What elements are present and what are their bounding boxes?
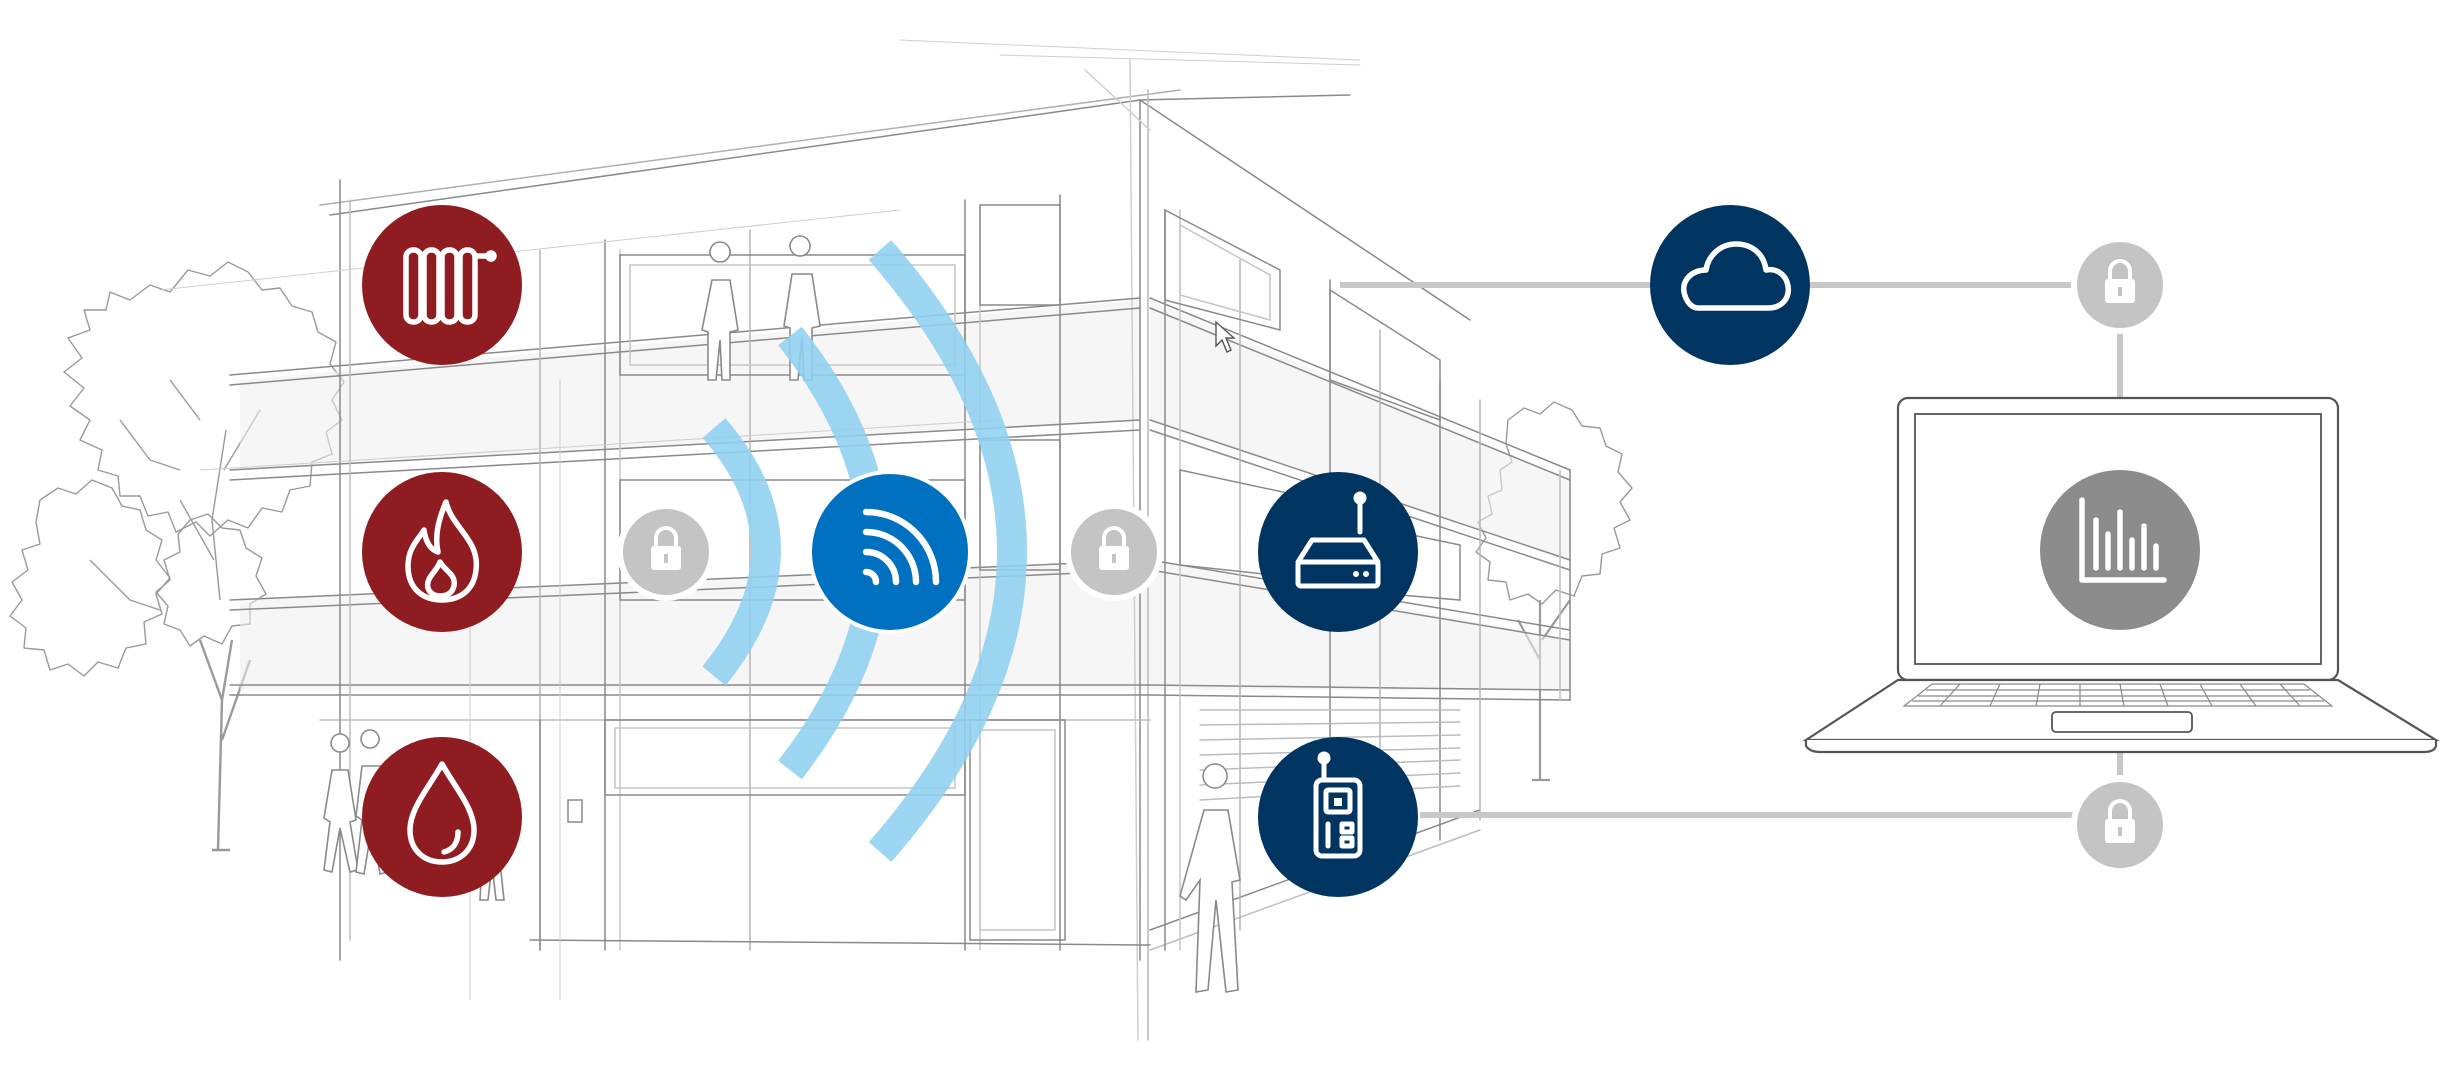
water-drop-icon	[407, 761, 477, 865]
padlock-icon	[2071, 776, 2169, 874]
bar-chart-icon	[2079, 497, 2167, 583]
encryption-locks	[617, 236, 2169, 874]
laptop-icon	[1802, 396, 2440, 754]
cloud-icon	[1681, 241, 1792, 311]
laptop-keyboard	[1902, 683, 2334, 707]
analytics-node	[2040, 470, 2200, 630]
left-tree-illustration	[9, 261, 345, 852]
router-gateway-icon	[1295, 491, 1381, 589]
mouse-pointer-icon	[1216, 322, 1234, 352]
padlock-icon	[2071, 236, 2169, 334]
laptop-trackpad	[2051, 711, 2193, 733]
wireless-signal-icon	[862, 508, 940, 586]
gas-node	[362, 472, 522, 632]
laptop-screen	[1914, 413, 2322, 665]
wave-small	[702, 418, 781, 686]
flame-icon	[405, 499, 480, 603]
cloud-node	[1650, 205, 1810, 365]
radiator-icon	[403, 247, 497, 325]
padlock-icon	[617, 503, 715, 601]
water-node	[362, 737, 522, 897]
radio-node	[808, 470, 972, 634]
heating-node	[362, 205, 522, 365]
network-connectors	[1340, 282, 2123, 818]
gateway-node	[1258, 472, 1418, 632]
wave-large	[868, 240, 1027, 862]
upper-window-frames	[620, 205, 1440, 420]
handheld-node	[1258, 737, 1418, 897]
padlock-icon	[1065, 503, 1163, 601]
handheld-reader-icon	[1313, 751, 1363, 859]
